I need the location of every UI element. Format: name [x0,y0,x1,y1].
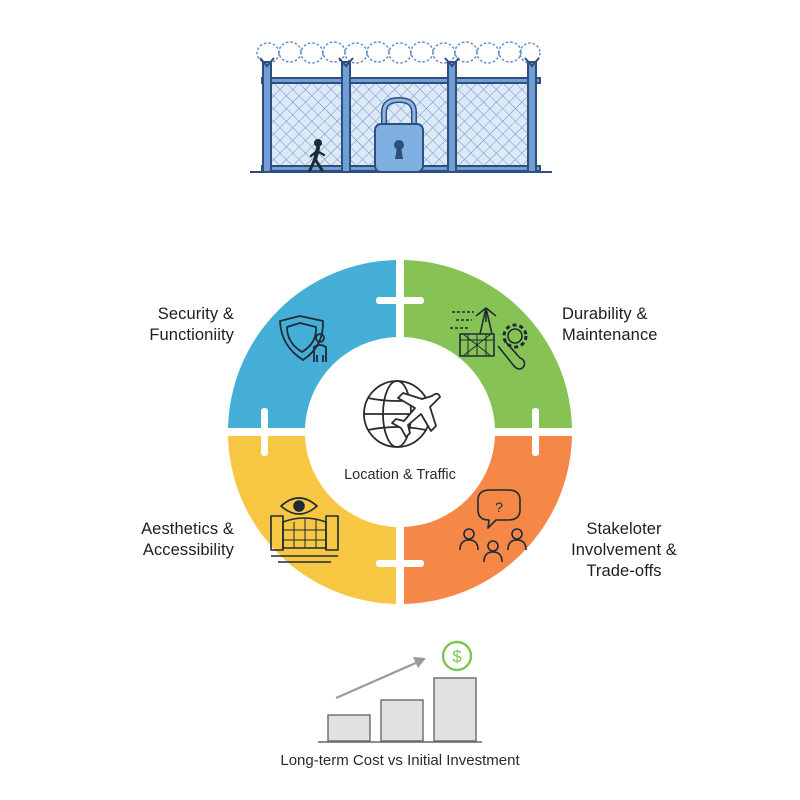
people-discussion-icon: ? [459,489,527,563]
quadrant-label-aesthetics: Aesthetics & Accessibility [110,519,234,561]
cost-bar [433,677,477,742]
airplane-icon [391,392,441,438]
padlock-icon [374,96,424,173]
cost-label: Long-term Cost vs Initial Investment [280,752,520,769]
razor-wire [256,41,541,64]
label-line: Aesthetics & [141,520,234,538]
dollar-icon: $ [441,640,473,672]
quadrant-label-durability: Durability & Maintenance [562,304,712,346]
quadrant-label-security: Security & Functioniity [110,304,234,346]
trend-arrow [335,660,419,700]
walking-person-icon [308,139,326,172]
quadrant-label-stakeholder: Stakeloter Involvement & Trade-offs [554,519,694,582]
post-tops [259,57,540,68]
label-line: Stakeloter [586,520,662,538]
label-line: Accessibility [142,541,234,559]
label-line: Functioniity [149,326,234,344]
puzzle-notches [261,297,539,567]
svg-text:?: ? [495,499,503,515]
shield-person-icon [279,315,327,362]
svg-text:$: $ [452,647,462,666]
center-circle [309,341,491,523]
fence-wrench-gear-icon [450,307,528,370]
eye-gate-icon [270,497,339,563]
center-label: Location & Traffic [344,467,456,483]
quadrant-bottom-left [228,436,396,604]
label-line: Trade-offs [586,562,662,580]
label-line: Maintenance [562,326,658,344]
trend-arrowhead [413,657,426,668]
label-line: Durability & [562,305,648,323]
label-line: Security & [157,305,234,323]
cost-bar [327,714,371,742]
cost-bar [380,699,424,742]
bar-group [327,677,477,742]
label-line: Involvement & [571,541,677,559]
